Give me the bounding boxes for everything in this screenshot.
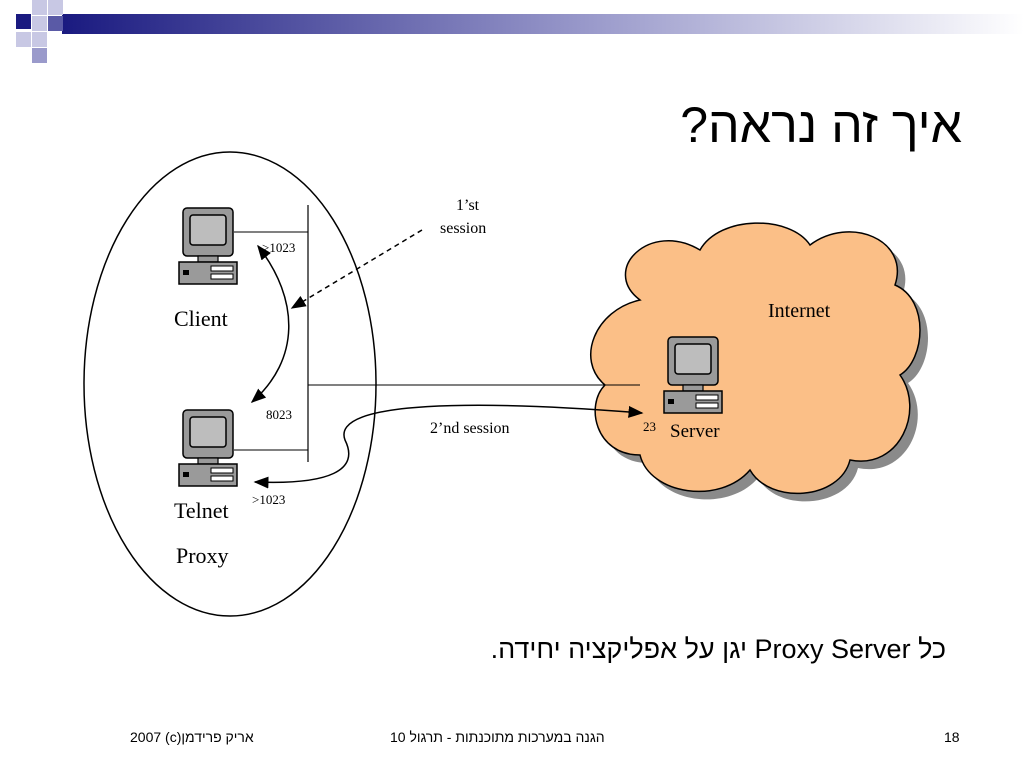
- client-proxy-arrow: [250, 244, 290, 403]
- client-port-label: >1023: [262, 240, 296, 255]
- slide-body-text: כל Proxy Server יגן על אפליקציה יחידה.: [490, 634, 946, 664]
- server-computer-icon: [663, 336, 723, 414]
- footer-author: אריק פרידמן(c) 2007: [130, 729, 254, 745]
- internet-cloud: [589, 222, 921, 495]
- client-computer-icon: [178, 207, 238, 285]
- proxy-out-port-label: >1023: [252, 492, 286, 507]
- footer-course: הגנה במערכות מתוכנתות - תרגול 10: [390, 729, 605, 745]
- server-port-label: 23: [643, 419, 656, 434]
- second-session-label: 2’nd session: [430, 420, 510, 437]
- first-session-arrow: [290, 229, 423, 309]
- proxy-label-line2: Proxy: [176, 543, 229, 568]
- internet-label: Internet: [768, 300, 831, 322]
- proxy-label-line1: Telnet: [174, 498, 229, 523]
- lan-boundary: [83, 151, 377, 617]
- first-session-label-line2: session: [440, 220, 487, 237]
- footer-page-number: 18: [944, 729, 960, 745]
- proxy-computer-icon: [178, 409, 238, 487]
- server-label: Server: [670, 421, 720, 442]
- first-session-label-line1: 1’st: [456, 197, 480, 214]
- client-label: Client: [174, 306, 228, 331]
- slide-title: איך זה נראה?: [680, 97, 962, 153]
- header-decoration: [16, 0, 1024, 63]
- proxy-in-port-label: 8023: [266, 407, 292, 422]
- second-session-arrow: [253, 404, 644, 489]
